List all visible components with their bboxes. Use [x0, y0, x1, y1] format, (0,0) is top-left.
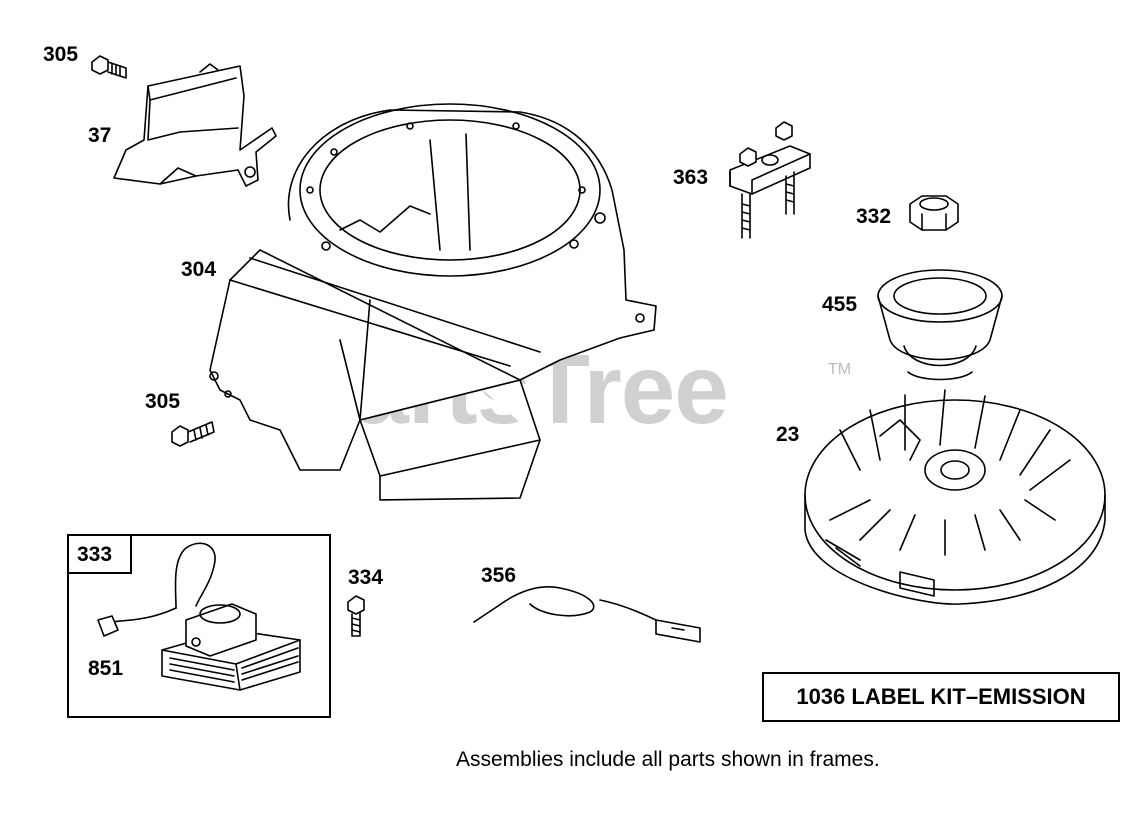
trademark-mark: TM — [828, 361, 852, 378]
label-305-mid: 305 — [145, 390, 181, 413]
label-333: 333 — [77, 543, 113, 566]
bolt-305-mid — [171, 421, 215, 447]
label-332: 332 — [856, 205, 892, 228]
label-kit-box: 1036 LABEL KIT–EMISSION — [762, 672, 1120, 722]
label-356: 356 — [481, 564, 517, 587]
label-851: 851 — [88, 657, 124, 680]
label-37: 37 — [88, 124, 112, 147]
blower-housing-304 — [209, 103, 657, 501]
bolt-305-top — [91, 55, 127, 79]
cup-455 — [877, 269, 1003, 381]
air-guide-37 — [113, 63, 277, 187]
assemblies-footnote: Assemblies include all parts shown in fr… — [456, 748, 880, 771]
assembly-frame-tag — [67, 534, 132, 574]
assembly-frame-333 — [67, 534, 331, 718]
nut-332 — [909, 195, 959, 231]
label-23: 23 — [776, 423, 800, 446]
label-334: 334 — [348, 566, 384, 589]
label-305-top: 305 — [43, 43, 79, 66]
label-455: 455 — [822, 293, 858, 316]
label-304: 304 — [181, 258, 217, 281]
screw-334 — [347, 595, 365, 637]
ignition-armature-333 — [97, 542, 301, 691]
label-363: 363 — [673, 166, 709, 189]
bracket-363 — [729, 121, 811, 239]
flywheel-23 — [804, 389, 1106, 605]
ground-wire-356 — [473, 586, 701, 643]
